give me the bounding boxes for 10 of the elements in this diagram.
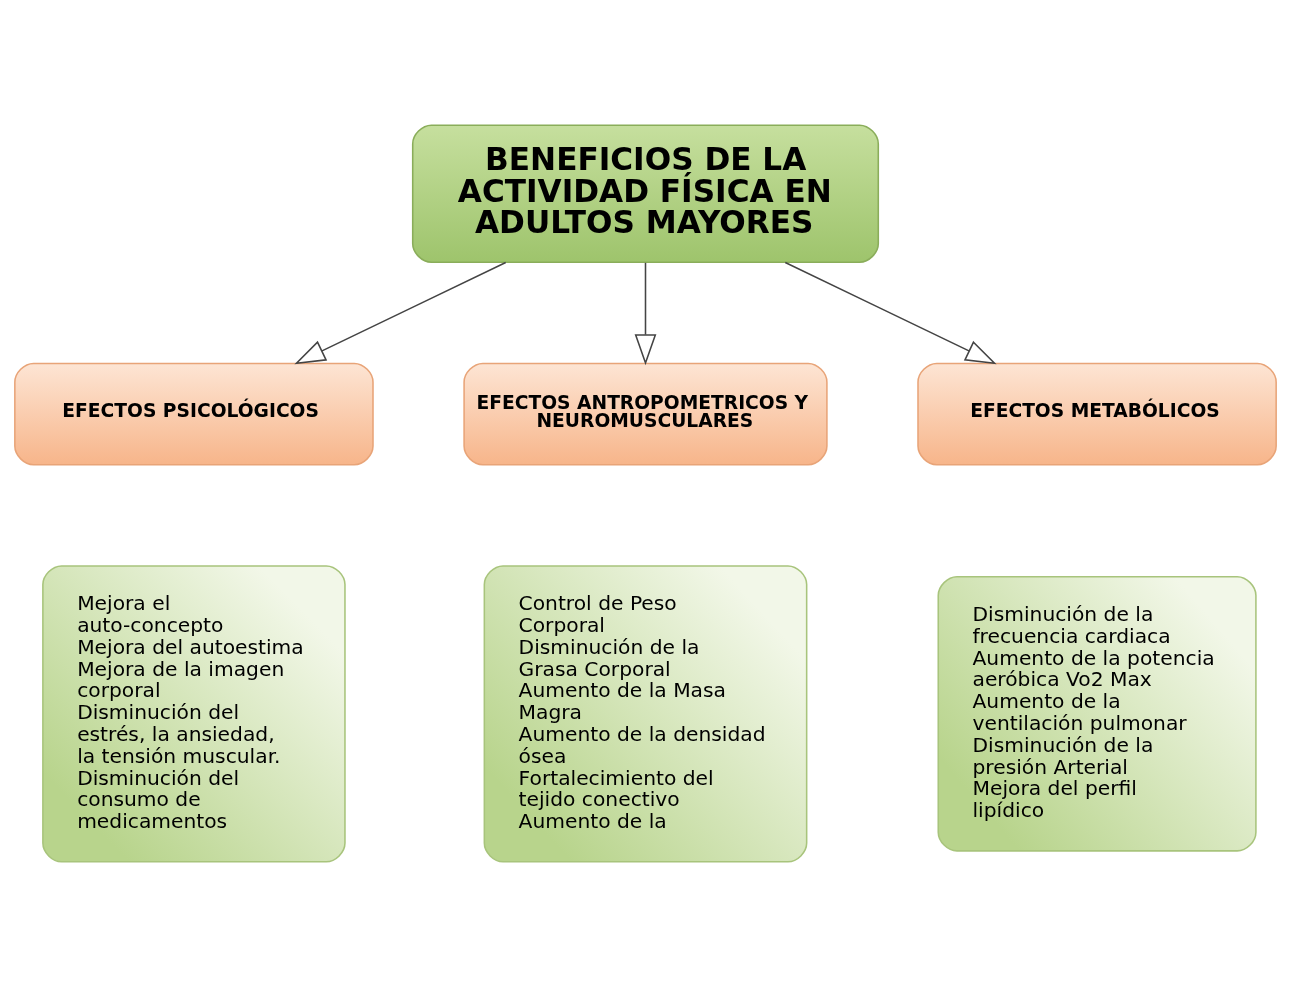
node-box: EFECTOS PSICOLÓGICOS	[14, 362, 374, 465]
node-box: Control de Peso Corporal Disminución de la Grasa Corporal Aumento de la Masa Magra Aumento de la densidad ósea Fortalecimiento del tejido conectivo Aumento de la	[483, 564, 808, 863]
node-box: Disminución de la frecuencia cardiaca Aumento de la potencia aeróbica Vo2 Max Aumento de la ventilación pulmonar Disminución de la presión Arterial Mejora del perfil lipídico	[937, 575, 1257, 852]
node-box: Mejora el auto-concepto Mejora del autoestima Mejora de la imagen corporal Disminución del estrés, la ansiedad, la tensión muscular. Disminución del consumo de medicamentos	[42, 564, 346, 863]
node-box: BENEFICIOS DE LA ACTIVIDAD FÍSICA EN ADULTOS MAYORES	[411, 123, 880, 263]
node-box: EFECTOS METABÓLICOS	[917, 362, 1277, 465]
arrow	[634, 261, 657, 365]
node-box: EFECTOS ANTROPOMETRICOS Y NEUROMUSCULARES	[463, 362, 828, 465]
arrow	[294, 261, 507, 364]
arrow	[784, 261, 997, 364]
